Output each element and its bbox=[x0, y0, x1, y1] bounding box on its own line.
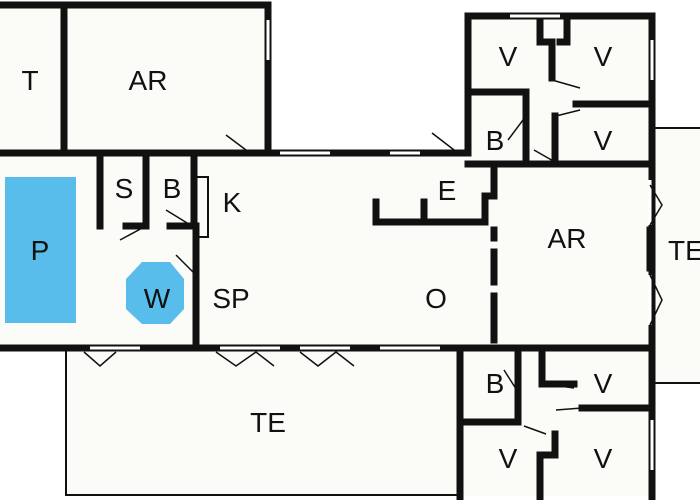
wall-bedroom-top-divider-2 bbox=[536, 12, 556, 82]
wall-bedroom-top-divider-4 bbox=[551, 100, 656, 168]
terrace-right-outline bbox=[650, 127, 700, 384]
terrace-bottom-outline bbox=[65, 348, 460, 496]
room-label-t: T bbox=[21, 65, 38, 96]
room-label-ar-top: AR bbox=[129, 65, 168, 96]
door-arc-15 bbox=[555, 407, 583, 411]
door-arc-11 bbox=[555, 109, 581, 117]
wall-bedroom-top-divider-1 bbox=[471, 88, 530, 168]
room-label-k: K bbox=[223, 187, 242, 218]
floor-areas bbox=[0, 5, 700, 496]
room-label-w: W bbox=[144, 283, 171, 314]
door-arc-14 bbox=[545, 383, 575, 389]
room-label-te-bottom: TE bbox=[250, 407, 286, 438]
room-label-b-bottom: B bbox=[486, 368, 505, 399]
door-arc-1 bbox=[225, 134, 251, 154]
door-arc-8 bbox=[299, 351, 355, 367]
room-label-sp: SP bbox=[212, 283, 249, 314]
door-arc-7 bbox=[215, 351, 275, 367]
room-label-v-br1: V bbox=[594, 368, 613, 399]
doors bbox=[83, 79, 663, 435]
room-label-p: P bbox=[31, 235, 50, 266]
room-label-te-right: TE bbox=[668, 235, 700, 266]
door-arc-17 bbox=[649, 184, 663, 226]
door-arc-6 bbox=[83, 351, 117, 367]
door-arc-2 bbox=[431, 132, 459, 154]
wall-top-left-block bbox=[0, 1, 272, 157]
room-label-v-br2: V bbox=[594, 443, 613, 474]
door-arc-5 bbox=[175, 254, 197, 276]
room-labels: T AR S B K E P W SP O AR TE TE V V B V B… bbox=[21, 41, 700, 474]
room-label-v-bl: V bbox=[499, 443, 518, 474]
k-closet bbox=[195, 176, 209, 238]
wall-bedroom-bottom-divider-1 bbox=[456, 344, 522, 426]
room-label-v-tr: V bbox=[594, 41, 613, 72]
door-arc-3 bbox=[119, 225, 147, 241]
whirlpool-basin bbox=[126, 262, 184, 324]
floor-main bbox=[0, 153, 650, 348]
room-label-ar-right: AR bbox=[548, 223, 587, 254]
door-arc-10 bbox=[551, 79, 581, 89]
room-label-v-mid: V bbox=[594, 125, 613, 156]
wall-bedroom-bottom-divider-2 bbox=[538, 344, 578, 388]
wall-bedroom-top-divider-3 bbox=[556, 12, 571, 46]
room-label-b-center: B bbox=[163, 173, 182, 204]
room-label-s: S bbox=[115, 173, 134, 204]
door-arc-13 bbox=[503, 369, 519, 393]
door-arc-4 bbox=[165, 209, 193, 227]
room-label-b-top: B bbox=[486, 125, 505, 156]
floor-top-left bbox=[0, 5, 268, 153]
windows bbox=[90, 14, 654, 470]
room-label-o: O bbox=[425, 283, 447, 314]
pool-basin bbox=[5, 177, 76, 323]
wall-e-partition bbox=[372, 160, 498, 226]
room-label-v-tl: V bbox=[499, 41, 518, 72]
door-arc-9 bbox=[507, 115, 527, 141]
floor-terrace-right bbox=[650, 128, 700, 383]
floor-terrace-bottom bbox=[66, 348, 460, 496]
door-arc-16 bbox=[523, 425, 547, 435]
wall-bedroom-bottom-divider-4 bbox=[536, 430, 559, 500]
door-arc-12 bbox=[533, 149, 556, 163]
room-label-e: E bbox=[438, 175, 457, 206]
door-arc-18 bbox=[649, 274, 663, 326]
